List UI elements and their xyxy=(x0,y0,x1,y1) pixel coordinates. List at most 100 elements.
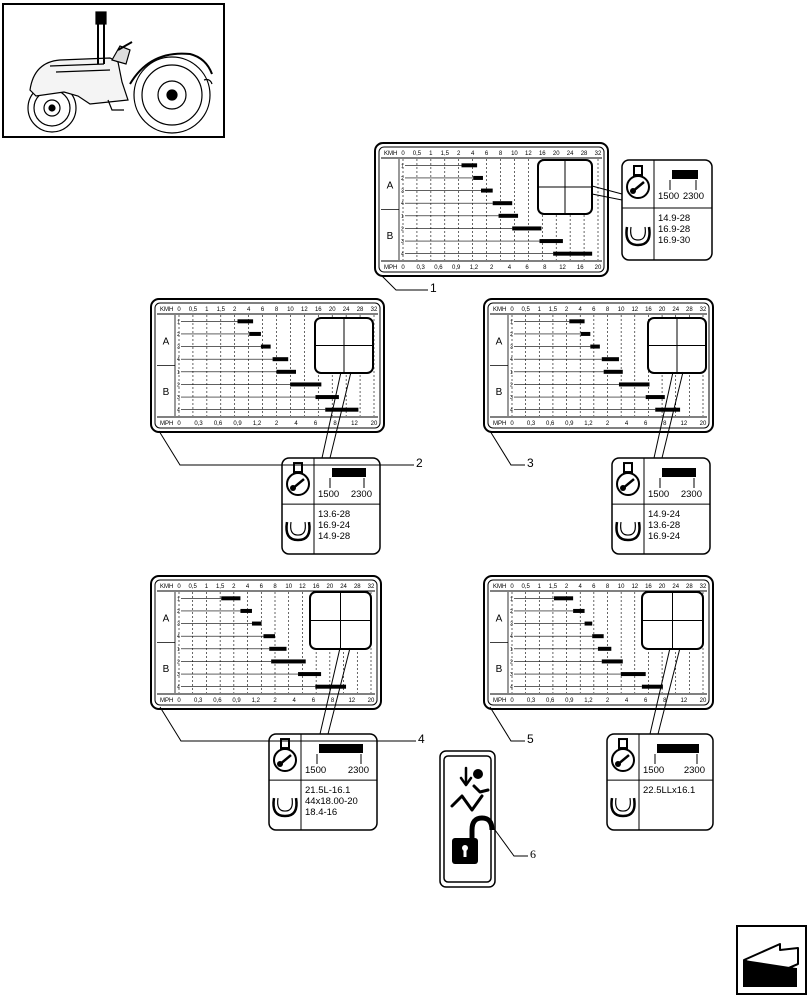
kmh-tick-label: 28 xyxy=(581,151,588,157)
gear-number: 1 xyxy=(510,319,513,325)
kmh-tick-label: 20 xyxy=(659,307,666,313)
mph-tick-label: 0,3 xyxy=(194,698,203,704)
callout-leader xyxy=(489,706,525,742)
tractor-illustration xyxy=(27,11,213,134)
gear-number: 4 xyxy=(177,634,180,640)
kmh-tick-label: 2 xyxy=(565,584,569,590)
rpm-range-bar xyxy=(332,468,366,477)
callout-label: 1 xyxy=(430,281,437,295)
callout-6: 6 xyxy=(494,829,536,861)
gear-number: 4 xyxy=(510,685,513,691)
kmh-tick-label: 0 xyxy=(177,584,181,590)
gear-number: 1 xyxy=(401,163,404,169)
gear-number: 1 xyxy=(510,370,513,376)
tyre-inner xyxy=(620,521,636,536)
rpm-dial-icon xyxy=(626,165,650,199)
kmh-tick-label: 24 xyxy=(672,307,679,313)
gear-speed-bar xyxy=(290,382,322,387)
gear-number: 3 xyxy=(177,622,180,628)
rpm-max-label: 2300 xyxy=(681,489,702,500)
rpm-max-label: 2300 xyxy=(348,765,369,776)
gear-speed-bar xyxy=(590,344,600,349)
kmh-tick-label: 8 xyxy=(606,307,610,313)
kmh-tick-label: 0,5 xyxy=(521,307,530,313)
mph-tick-label: 0,3 xyxy=(417,265,426,271)
rpm-dial-cap xyxy=(618,738,628,750)
range-label-a: A xyxy=(163,613,170,624)
mph-tick-label: 0,9 xyxy=(565,421,574,427)
mph-tick-label: 12 xyxy=(351,421,358,427)
gear-speed-bar xyxy=(601,357,619,362)
gear-number: 2 xyxy=(177,659,180,665)
gear-number: 3 xyxy=(177,395,180,401)
mph-tick-label: 0,3 xyxy=(194,421,203,427)
gear-number: 2 xyxy=(510,382,513,388)
kmh-tick-label: 6 xyxy=(260,584,264,590)
rpm-range-bar xyxy=(657,744,699,753)
gear-speed-bar xyxy=(655,407,681,412)
gear-number: 2 xyxy=(510,332,513,338)
mph-tick-label: 2 xyxy=(606,421,610,427)
callout-6-label: 6 xyxy=(530,847,536,861)
gear-number: 4 xyxy=(177,408,180,414)
gear-speed-bar xyxy=(601,659,623,664)
info-leader xyxy=(649,647,671,735)
gear-speed-bar xyxy=(592,634,604,639)
tyre-inner xyxy=(615,797,631,812)
gear-number: 4 xyxy=(401,201,404,207)
mph-tick-label: 0,9 xyxy=(232,698,241,704)
kmh-tick-label: 2 xyxy=(233,307,237,313)
gear-speed-bar xyxy=(271,659,306,664)
mph-label: MPH xyxy=(384,265,397,271)
mph-tick-label: 1,2 xyxy=(584,421,593,427)
rpm-range-bar xyxy=(319,744,363,753)
mph-tick-label: 16 xyxy=(577,265,584,271)
kmh-tick-label: 1 xyxy=(205,584,209,590)
kmh-tick-label: 2 xyxy=(457,151,461,157)
kmh-tick-label: 24 xyxy=(567,151,574,157)
info-leader xyxy=(329,371,352,459)
decal-inner-frame xyxy=(487,579,710,706)
mph-tick-label: 12 xyxy=(681,421,688,427)
gear-speed-bar xyxy=(251,621,262,626)
tyre-size-label: 13.6-28 xyxy=(318,509,350,520)
kmh-label: KMH xyxy=(384,151,397,157)
mph-tick-label: 0,6 xyxy=(546,698,555,704)
tyre-icon xyxy=(272,797,298,818)
gear-number: 4 xyxy=(510,408,513,414)
tyre-outline xyxy=(285,521,311,542)
tyre-outline xyxy=(625,226,651,247)
kmh-tick-label: 1,5 xyxy=(441,151,450,157)
gear-number: 3 xyxy=(510,622,513,628)
kmh-tick-label: 16 xyxy=(313,584,320,590)
gear-number: 2 xyxy=(401,176,404,182)
kmh-label: KMH xyxy=(160,307,173,313)
gear-number: 3 xyxy=(401,239,404,245)
callout-leader xyxy=(158,430,414,466)
kmh-tick-label: 0,5 xyxy=(189,584,198,590)
gear-number: 2 xyxy=(510,659,513,665)
mph-tick-label: 0,9 xyxy=(233,421,242,427)
rpm-max-label: 2300 xyxy=(683,191,704,202)
range-label-b: B xyxy=(496,387,503,398)
mph-tick-label: 0,6 xyxy=(546,421,555,427)
mph-label: MPH xyxy=(493,698,506,704)
kmh-tick-label: 28 xyxy=(686,307,693,313)
gear-speed-bar xyxy=(481,188,493,193)
gear-number: 2 xyxy=(177,332,180,338)
kmh-tick-label: 32 xyxy=(700,307,707,313)
kmh-tick-label: 4 xyxy=(471,151,475,157)
kmh-label: KMH xyxy=(160,584,173,590)
kmh-tick-label: 8 xyxy=(606,584,610,590)
next-page-arrow-icon[interactable] xyxy=(736,925,807,995)
mph-tick-label: 8 xyxy=(663,698,667,704)
gear-speed-bar xyxy=(554,596,574,601)
kmh-tick-label: 10 xyxy=(287,307,294,313)
kmh-tick-label: 32 xyxy=(700,584,707,590)
callout-label: 2 xyxy=(416,456,423,470)
mph-tick-label: 4 xyxy=(625,698,629,704)
